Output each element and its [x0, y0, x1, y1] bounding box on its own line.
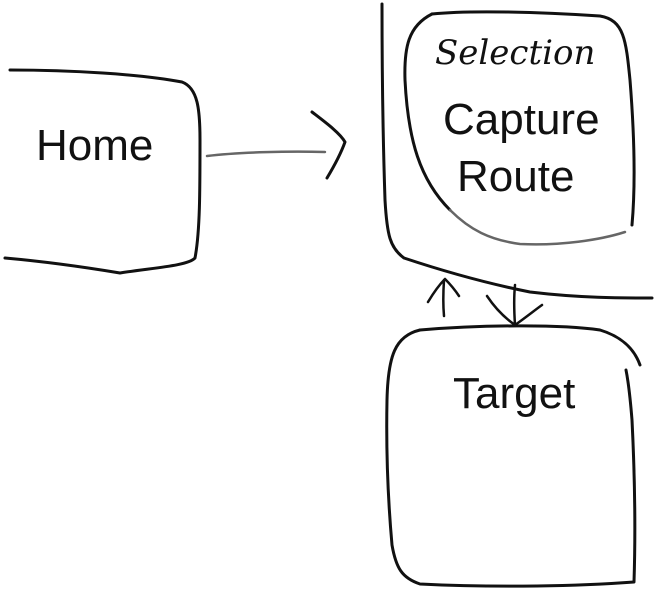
selection-box — [403, 10, 636, 246]
capture-route-line1: Capture — [443, 95, 600, 144]
home-label: Home — [36, 121, 154, 170]
home-box — [3, 68, 202, 275]
home-to-capture-arrow — [205, 110, 347, 180]
capture-route-container — [380, 2, 654, 300]
target-to-capture-arrow-up — [426, 277, 461, 318]
selection-caption: Selection — [435, 33, 596, 73]
target-label: Target — [453, 369, 576, 418]
capture-route-line2: Route — [457, 152, 575, 201]
target-box — [385, 324, 642, 588]
